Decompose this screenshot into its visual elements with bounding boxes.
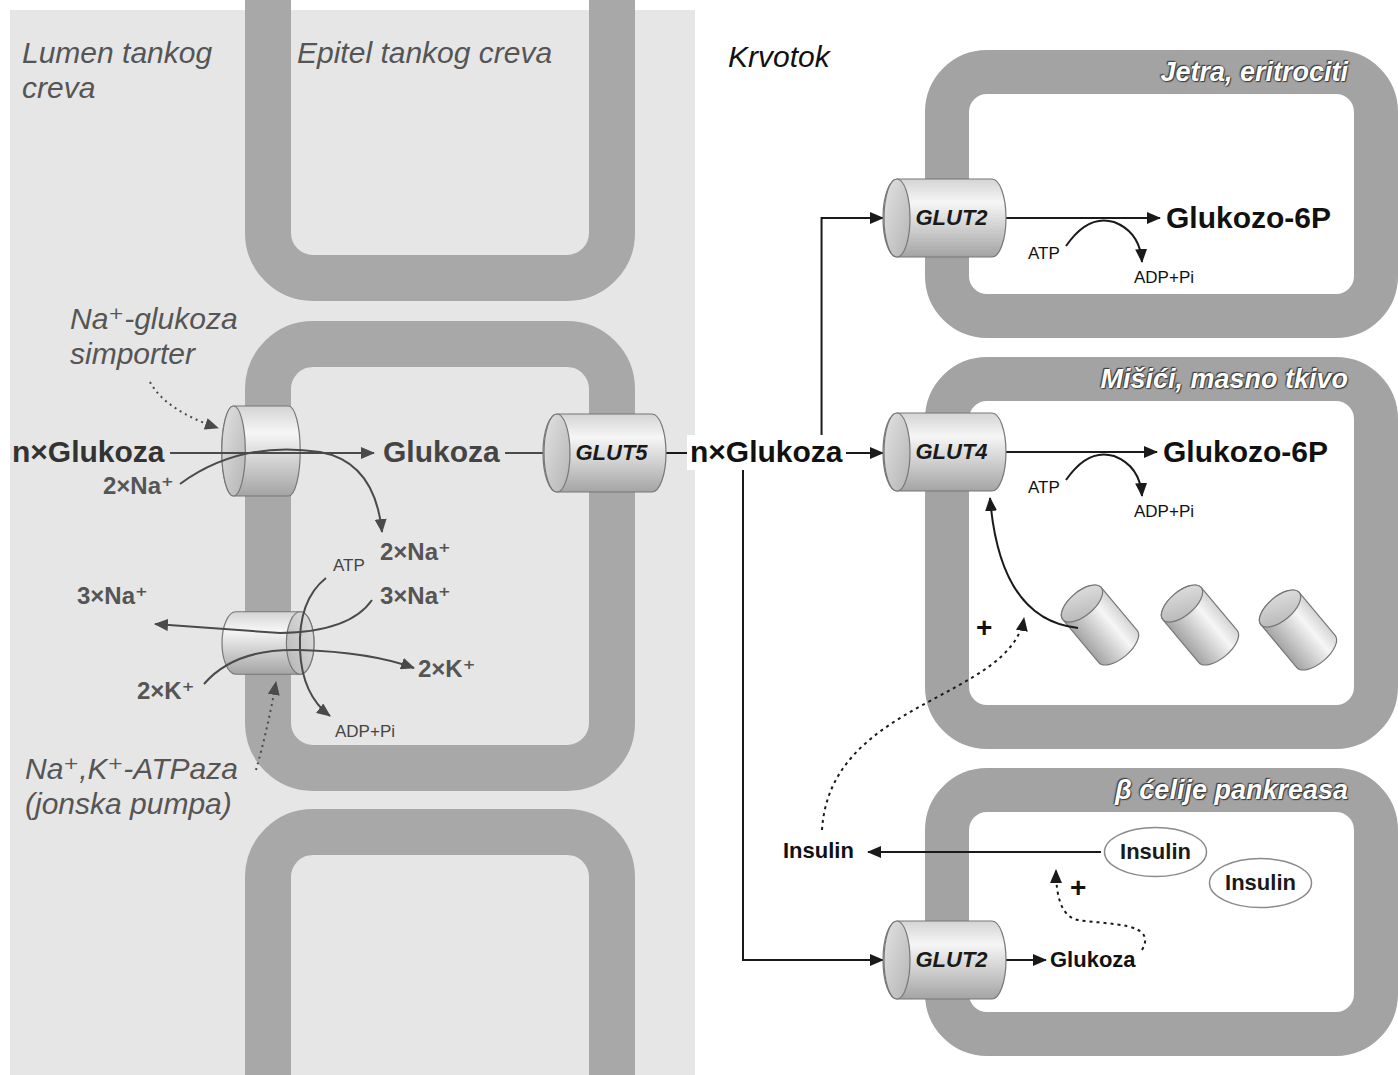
- glut-transporter: GLUT2: [883, 178, 1006, 258]
- glucose-connector: [666, 218, 883, 453]
- glut-transporter: GLUT4: [883, 412, 1006, 492]
- epithelial-cell: [268, 0, 612, 278]
- cell-box: β ćelije pankreasaInsulinInsulinGLUT2: [925, 768, 1398, 1056]
- text-label: 2×Na⁺: [103, 472, 174, 500]
- node-label: GLUT2: [915, 948, 987, 972]
- glucose-arrow: [1003, 959, 1046, 961]
- node-label: GLUT5: [575, 441, 647, 465]
- cell-title: Mišići, masno tkivo: [1100, 357, 1348, 401]
- cell-frame: [947, 379, 1376, 727]
- glut4-vesicle: [1055, 578, 1145, 671]
- reaction-arrow: [1003, 451, 1157, 453]
- text-label: 2×Na⁺: [380, 538, 451, 566]
- node-label: Insulin: [1120, 840, 1191, 864]
- text-label: Na⁺,K⁺-ATPaza (jonska pumpa): [25, 752, 265, 821]
- cylinder-body: [543, 414, 666, 492]
- text-label: ATP: [333, 556, 365, 576]
- cell-title: β ćelije pankreasa: [1115, 768, 1348, 812]
- text-label: Krvotok: [728, 40, 830, 75]
- cell-box: Mišići, masno tkivoGLUT4: [925, 357, 1398, 749]
- cell-frame: [947, 790, 1376, 1034]
- text-label: Epitel tankog creva: [297, 36, 552, 71]
- text-label: 3×Na⁺: [380, 582, 451, 610]
- text-label: Insulin: [783, 838, 854, 863]
- text-label: 3×Na⁺: [77, 582, 148, 610]
- leader-line: [256, 682, 276, 770]
- glut-transporter: GLUT2: [883, 920, 1006, 1000]
- text-label: ATP: [1028, 244, 1060, 264]
- text-label: +: [1070, 872, 1086, 904]
- text-label: Glukoza: [1050, 947, 1136, 972]
- sodium-arrow: [155, 600, 372, 633]
- glut4-vesicle: [1253, 583, 1343, 676]
- atp-arrow: [1066, 220, 1142, 262]
- text-label: ADP+Pi: [1134, 268, 1194, 288]
- cell-box: Jetra, eritrocitiGLUT2: [925, 50, 1398, 338]
- text-label: ADP+Pi: [1134, 502, 1194, 522]
- text-label: ATP: [1028, 478, 1060, 498]
- glucose-connector: [666, 453, 883, 960]
- insulin-granule: Insulin: [1103, 826, 1208, 878]
- text-label: +: [976, 612, 992, 644]
- text-label: Na⁺-glukoza simporter: [70, 302, 275, 371]
- glucose-signal: [1056, 870, 1145, 950]
- cylinder-face: [884, 179, 910, 257]
- glucose-line: [505, 452, 545, 454]
- insulin-granule: Insulin: [1208, 857, 1313, 909]
- atp-arrow: [300, 578, 330, 716]
- atp-arrow: [1066, 454, 1142, 496]
- ellipse-outline: [1105, 828, 1207, 877]
- potassium-arrow: [204, 650, 414, 684]
- reaction-arrow: [1003, 217, 1160, 219]
- cylinder-face: [544, 414, 570, 492]
- epithelial-cell: [268, 344, 612, 768]
- cylinder-body: [883, 179, 1006, 257]
- text-label: Glukozo-6P: [1163, 435, 1328, 470]
- secretion-arrow: [868, 851, 1101, 853]
- cylinder-face: [884, 413, 910, 491]
- leader-line: [150, 382, 218, 428]
- cylinder-body: [883, 413, 1006, 491]
- cylinder-body: [883, 921, 1006, 999]
- epithelial-cell: [268, 832, 612, 1075]
- translocation-arrow: [990, 498, 1078, 628]
- text-label: 2×K⁺: [418, 655, 475, 683]
- text-label: n×Glukoza: [687, 435, 846, 470]
- node-label: GLUT4: [915, 440, 987, 464]
- sodium-arrow: [180, 449, 382, 532]
- text-label: Glukozo-6P: [1166, 201, 1331, 236]
- glut-transporter: GLUT5: [543, 413, 666, 493]
- ellipse-outline: [1210, 859, 1312, 908]
- glucose-arrow: [170, 452, 374, 454]
- cell-frame: [947, 72, 1376, 316]
- node-label: Insulin: [1225, 871, 1296, 895]
- insulin-signal: [822, 618, 1024, 830]
- text-label: 2×K⁺: [137, 677, 194, 705]
- text-label: Glukoza: [383, 435, 500, 470]
- cylinder-face: [884, 921, 910, 999]
- glut4-vesicle: [1155, 578, 1245, 671]
- text-label: n×Glukoza: [12, 435, 165, 470]
- node-label: GLUT2: [915, 206, 987, 230]
- text-label: Lumen tankog creva: [22, 36, 252, 105]
- text-label: ADP+Pi: [335, 722, 395, 742]
- cell-title: Jetra, eritrociti: [1160, 50, 1348, 94]
